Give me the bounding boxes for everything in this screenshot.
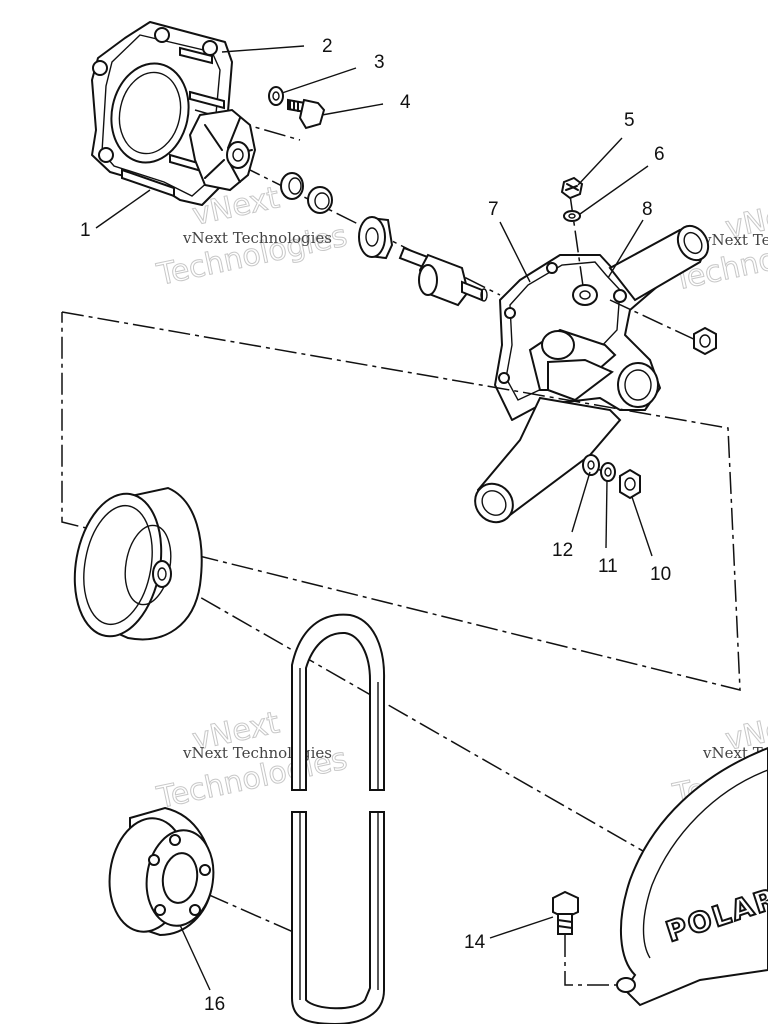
nut-10 — [619, 468, 641, 500]
bolt-14-axis-line — [564, 935, 620, 986]
bearing — [358, 216, 394, 260]
watermark-big-1: vNext — [189, 180, 282, 233]
bolt-14 — [552, 890, 579, 935]
drive-pulley — [73, 486, 203, 641]
leader-7 — [499, 221, 531, 283]
callout-11: 11 — [598, 556, 618, 577]
fitting-5 — [560, 176, 584, 200]
callout-16: 16 — [204, 994, 225, 1015]
bolt-4 — [287, 98, 326, 130]
pulley-alignment-frame — [61, 311, 741, 691]
leader-1 — [95, 189, 151, 229]
leader-14 — [489, 916, 554, 939]
callout-labels: 1 2 3 4 5 6 7 8 12 11 10 14 16 — [80, 36, 671, 1015]
watermark-text-3: vNext Technologies — [182, 744, 332, 762]
callout-3: 3 — [374, 52, 385, 73]
callout-6: 6 — [654, 144, 665, 165]
seal-ring — [307, 186, 333, 214]
watermark-mid-left: vNext Technologies vNext Technologies — [153, 705, 351, 817]
washer-3 — [268, 86, 284, 106]
leader-lines — [95, 45, 653, 991]
pump-shaft — [398, 246, 488, 307]
lower-pulley-axis-line — [174, 879, 301, 936]
drive-belt — [291, 613, 386, 1024]
nut-right — [693, 326, 717, 356]
pump-housing — [474, 224, 710, 524]
cover-studs — [121, 46, 225, 198]
callout-12: 12 — [552, 540, 573, 561]
leader-5 — [577, 137, 623, 186]
callout-7: 7 — [488, 199, 499, 220]
washer-12 — [582, 454, 600, 476]
callout-14: 14 — [464, 932, 486, 953]
lower-pulley — [108, 806, 215, 937]
leader-6 — [579, 165, 649, 215]
leader-4 — [321, 103, 384, 116]
polaris-cover: POLAR — [616, 746, 768, 1007]
leader-11 — [605, 479, 608, 549]
seal — [280, 172, 304, 200]
washer-6 — [563, 210, 581, 222]
callout-1: 1 — [80, 220, 91, 241]
leader-3 — [281, 67, 357, 94]
callout-8: 8 — [642, 199, 653, 220]
outlet-pipe — [474, 396, 622, 524]
callout-5: 5 — [624, 110, 635, 131]
nut-axis-line — [609, 299, 701, 343]
leader-10 — [631, 496, 653, 557]
impeller — [188, 108, 257, 192]
callout-2: 2 — [322, 36, 333, 57]
leader-8 — [607, 219, 644, 279]
lock-washer-11 — [600, 462, 616, 482]
drive-pulley-axis-line — [169, 579, 651, 856]
leader-2 — [221, 45, 305, 53]
leader-12 — [571, 471, 591, 533]
callout-4: 4 — [400, 92, 411, 113]
watermark-text-1: vNext Technologies — [182, 229, 332, 247]
leader-16 — [179, 924, 211, 991]
callout-10: 10 — [650, 564, 671, 585]
pump-cover — [91, 21, 257, 206]
watermark-text-2: vNext Technologies — [702, 231, 768, 249]
